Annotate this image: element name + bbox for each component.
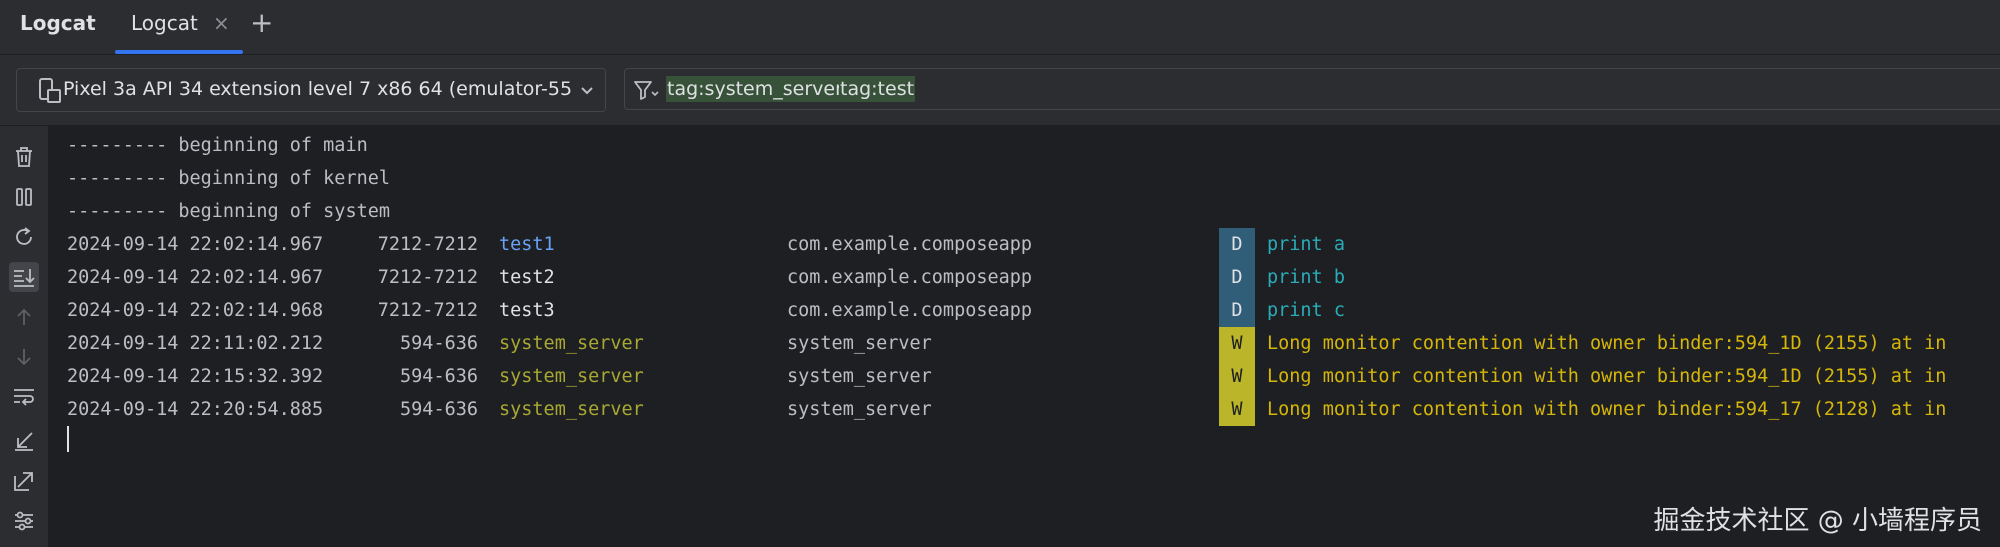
log-output[interactable]: --------- beginning of main --------- be…	[49, 126, 2000, 547]
log-timestamp: 2024-09-14 22:11:02.212	[67, 333, 324, 354]
log-package: com.example.composeapp	[787, 267, 1033, 288]
log-pid: 7212-7212	[377, 267, 478, 288]
log-tag: test1	[499, 234, 555, 255]
log-level-badge: W	[1219, 360, 1255, 393]
logcat-side-toolbar	[0, 126, 49, 547]
scroll-to-end-icon[interactable]	[9, 262, 39, 292]
up-arrow-icon[interactable]	[9, 302, 39, 332]
soft-wrap-icon[interactable]	[9, 382, 39, 412]
log-level-badge: W	[1219, 327, 1255, 360]
log-timestamp: 2024-09-14 22:15:32.392	[67, 366, 324, 387]
log-timestamp: 2024-09-14 22:02:14.968	[67, 300, 324, 321]
log-level-badge: D	[1219, 228, 1255, 261]
filter-chip[interactable]: tag:test	[839, 76, 916, 102]
export-icon[interactable]	[9, 466, 39, 496]
log-message: print c	[1267, 300, 1345, 321]
filter-input[interactable]: tag:system_server tag:test	[624, 68, 2000, 110]
text-caret	[67, 426, 69, 452]
trash-icon[interactable]	[9, 142, 39, 172]
log-separator: --------- beginning of system	[67, 201, 391, 222]
log-pid: 7212-7212	[377, 300, 478, 321]
log-tag: system_server	[499, 333, 644, 354]
chevron-down-icon[interactable]	[571, 69, 605, 111]
import-icon[interactable]	[9, 426, 39, 456]
log-message: Long monitor contention with owner binde…	[1267, 333, 1947, 354]
log-message: Long monitor contention with owner binde…	[1267, 399, 1947, 420]
filter-icon[interactable]	[633, 79, 659, 105]
restart-icon[interactable]	[9, 222, 39, 252]
log-pid: 594-636	[400, 399, 478, 420]
log-package: system_server	[787, 399, 932, 420]
pause-icon[interactable]	[9, 182, 39, 212]
logcat-toolbar: Pixel 3a API 34 extension level 7 x86 64…	[0, 55, 2000, 125]
log-separator: --------- beginning of main	[67, 135, 368, 156]
close-icon[interactable]: ×	[213, 11, 230, 35]
log-timestamp: 2024-09-14 22:20:54.885	[67, 399, 324, 420]
watermark: 掘金技术社区 @ 小墙程序员	[1653, 506, 1982, 536]
device-selector[interactable]: Pixel 3a API 34 extension level 7 x86 64…	[16, 68, 606, 112]
log-level-badge: W	[1219, 393, 1255, 426]
log-separator: --------- beginning of kernel	[67, 168, 391, 189]
log-tag: system_server	[499, 399, 644, 420]
log-level-badge: D	[1219, 294, 1255, 327]
log-timestamp: 2024-09-14 22:02:14.967	[67, 267, 324, 288]
log-pid: 594-636	[400, 366, 478, 387]
tab-logcat[interactable]: Logcat ×	[115, 0, 243, 54]
add-tab-icon[interactable]: +	[250, 6, 274, 39]
log-message: Long monitor contention with owner binde…	[1267, 366, 1947, 387]
log-package: system_server	[787, 366, 932, 387]
log-pid: 594-636	[400, 333, 478, 354]
log-message: print b	[1267, 267, 1345, 288]
filter-chip[interactable]: tag:system_server	[666, 76, 844, 102]
tab-label: Logcat	[131, 11, 198, 35]
down-arrow-icon[interactable]	[9, 342, 39, 372]
tool-window-title: Logcat	[20, 11, 96, 35]
log-tag: system_server	[499, 366, 644, 387]
tab-bar: Logcat Logcat × +	[0, 0, 2000, 55]
log-package: com.example.composeapp	[787, 300, 1033, 321]
log-tag: test2	[499, 267, 555, 288]
device-label: Pixel 3a API 34 extension level 7 x86 64…	[63, 78, 573, 100]
log-pid: 7212-7212	[377, 234, 478, 255]
tab-active-indicator	[115, 50, 243, 54]
log-message: print a	[1267, 234, 1345, 255]
log-tag: test3	[499, 300, 555, 321]
device-icon	[39, 78, 61, 103]
log-package: com.example.composeapp	[787, 234, 1033, 255]
log-level-badge: D	[1219, 261, 1255, 294]
settings-icon[interactable]	[9, 506, 39, 536]
log-package: system_server	[787, 333, 932, 354]
log-timestamp: 2024-09-14 22:02:14.967	[67, 234, 324, 255]
